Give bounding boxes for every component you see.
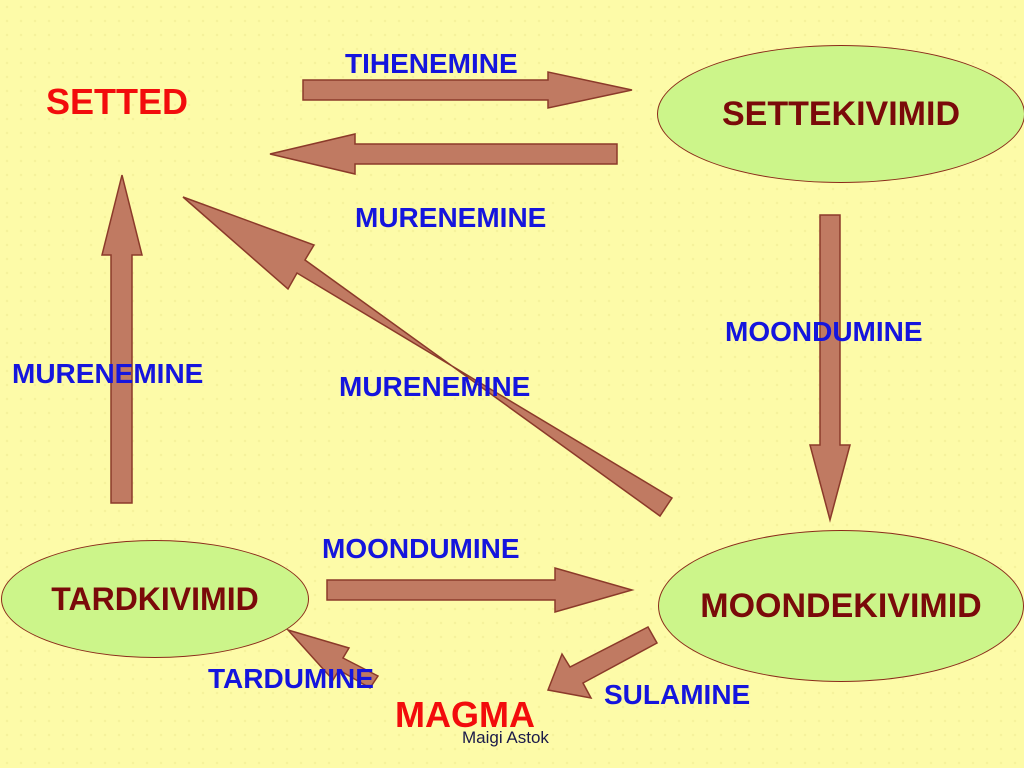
arrow-settekivimid-to-moondekivimid: [809, 214, 851, 523]
node-settekivimid-label: SETTEKIVIMID: [721, 94, 961, 133]
arrow-tardkivimid-to-moondekivimid: [326, 567, 635, 613]
node-settekivimid: SETTEKIVIMID: [657, 45, 1024, 183]
arrow-tardkivimid-to-setted: [101, 174, 143, 504]
label-moondumine-right: MOONDUMINE: [725, 316, 923, 347]
node-tardkivimid-label: TARDKIVIMID: [51, 580, 259, 617]
label-murenemine-diagonal: MURENEMINE: [339, 371, 531, 402]
label-moondumine-bottom: MOONDUMINE: [322, 533, 520, 564]
label-sulamine: SULAMINE: [604, 679, 751, 710]
label-tardumine: TARDUMINE: [208, 663, 374, 694]
node-moondekivimid-label: MOONDEKIVIMID: [700, 586, 982, 625]
label-murenemine-top: MURENEMINE: [355, 202, 547, 233]
arrow-magma-to-tardkivimid: [285, 628, 380, 690]
label-tihenemine: TIHENEMINE: [345, 48, 518, 79]
arrow-setted-to-settekivimid: [302, 71, 633, 109]
node-moondekivimid: MOONDEKIVIMID: [658, 530, 1024, 682]
node-tardkivimid: TARDKIVIMID: [1, 540, 309, 658]
arrow-moondekivimid-to-setted: [182, 196, 674, 518]
label-murenemine-left: MURENEMINE: [12, 358, 204, 389]
term-magma: MAGMA: [395, 694, 535, 735]
arrow-settekivimid-to-setted: [269, 133, 618, 175]
term-setted: SETTED: [46, 81, 189, 122]
author-credit: Maigi Astok: [462, 728, 549, 747]
arrow-moondekivimid-to-magma: [546, 626, 659, 700]
